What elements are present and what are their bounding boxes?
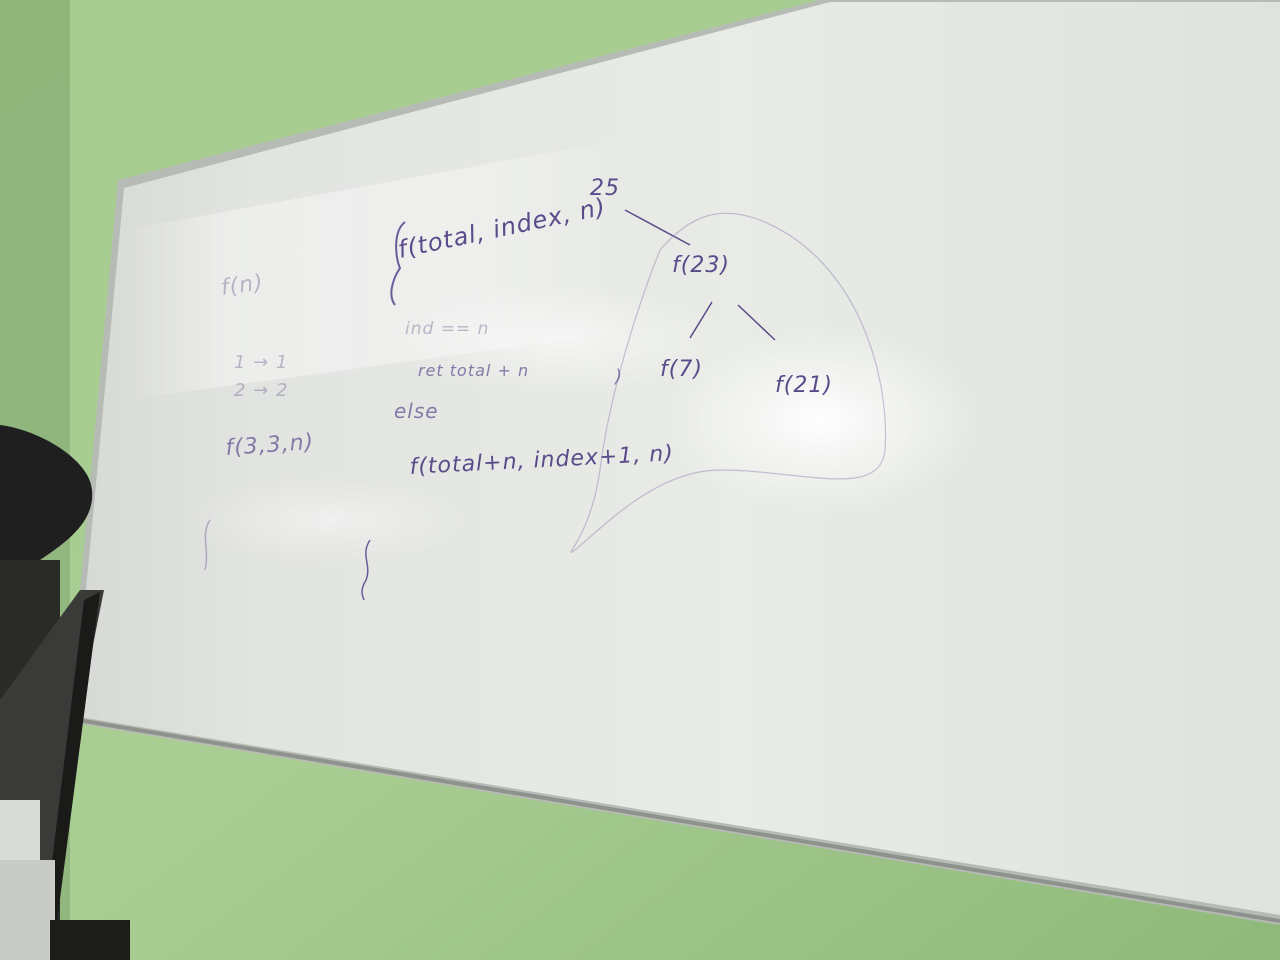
note-line-1: 1 → 1 (234, 352, 288, 373)
note-fn: f(n) (219, 270, 265, 301)
recursion-tree: 25 f(23) f(7) f(21) ) (570, 176, 887, 554)
code-return: ret total + n (418, 361, 529, 380)
foreground-object (0, 425, 130, 960)
code-else: else (394, 399, 439, 423)
tree-loop-outline (570, 212, 887, 554)
tree-edge-right (737, 304, 776, 341)
note-line-2: 2 → 2 (234, 380, 288, 401)
glare (124, 140, 980, 565)
left-notes: f(n) 1 → 1 2 → 2 f(3,3,n) (219, 270, 315, 461)
brace-lower (361, 539, 371, 601)
brace-left-faint (204, 519, 211, 571)
whiteboard-bottom-tray (71, 717, 1280, 923)
tree-root-value: 25 (590, 176, 620, 201)
brace-left (390, 221, 406, 306)
tree-edge-root (624, 209, 691, 246)
tree-node-mid: f(23) (672, 253, 730, 278)
note-call: f(3,3,n) (225, 430, 315, 461)
code-condition: ind == n (405, 319, 489, 339)
tree-node-right: f(21) (775, 373, 833, 398)
tree-edge-left (689, 301, 713, 339)
tree-mark: ) (613, 366, 623, 387)
tree-node-left: f(7) (660, 357, 703, 382)
